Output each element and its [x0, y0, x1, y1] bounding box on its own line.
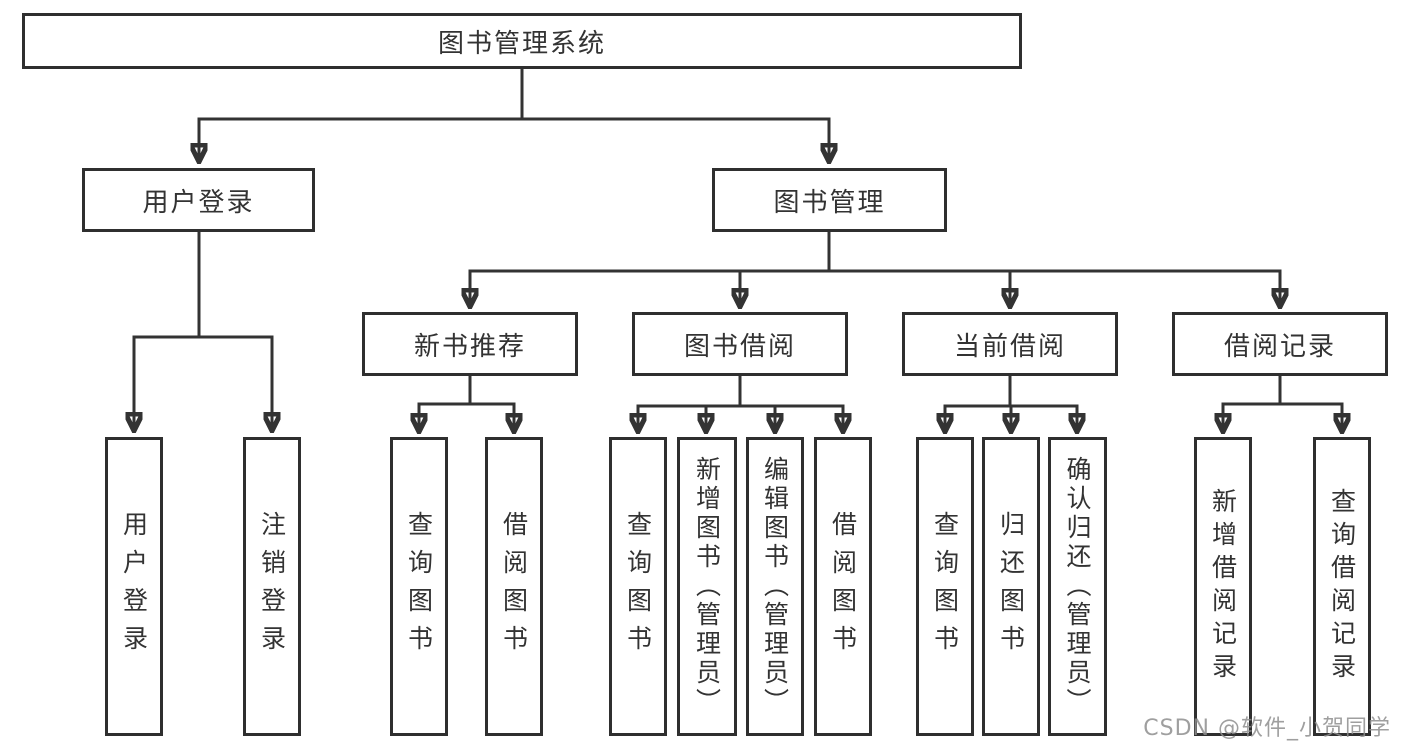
leaf-bookborrow-query-books: 查询图书: [609, 437, 667, 736]
leaf-label: 查询图书: [404, 510, 434, 663]
leaf-bookborrow-add-books-admin: 新增图书（管理员）: [677, 437, 737, 736]
leaf-label: 新增图书（管理员）: [692, 456, 722, 717]
leaf-label: 查询图书: [930, 510, 960, 663]
leaf-label: 查询图书: [623, 510, 653, 663]
leaf-label: 查询借阅记录: [1327, 487, 1357, 686]
edge-borrow-records-split: [1221, 374, 1344, 406]
csdn-watermark: CSDN @软件_小贺同学: [1143, 716, 1391, 741]
leaf-newbook-query-books: 查询图书: [390, 437, 448, 736]
node-label: 新书推荐: [413, 331, 526, 362]
node-label: 图书管理系统: [437, 28, 606, 59]
leaf-current-query-books: 查询图书: [916, 437, 974, 736]
leaf-records-query-borrow-record: 查询借阅记录: [1313, 437, 1371, 736]
node-user-login: 用户登录: [82, 168, 315, 232]
leaf-label: 借阅图书: [828, 510, 858, 663]
leaf-bookborrow-edit-books-admin: 编辑图书（管理员）: [746, 437, 804, 736]
leaf-label: 用户登录: [119, 510, 149, 663]
node-label: 当前借阅: [953, 331, 1066, 362]
node-library-management-system: 图书管理系统: [22, 13, 1022, 69]
edge-root-split: [197, 67, 831, 121]
leaf-label: 编辑图书（管理员）: [760, 456, 790, 717]
node-current-borrow: 当前借阅: [902, 312, 1118, 376]
node-label: 图书借阅: [683, 331, 796, 362]
leaf-label: 注销登录: [257, 510, 287, 663]
edge-current-borrow-split: [943, 374, 1079, 408]
leaf-label: 借阅图书: [499, 510, 529, 663]
leaf-label: 新增借阅记录: [1208, 487, 1238, 686]
leaf-current-return-books: 归还图书: [982, 437, 1040, 736]
edge-new-book-split: [417, 374, 516, 406]
node-borrow-records: 借阅记录: [1172, 312, 1388, 376]
node-book-management: 图书管理: [712, 168, 947, 232]
node-book-borrow: 图书借阅: [632, 312, 848, 376]
leaf-label: 归还图书: [996, 510, 1026, 663]
leaf-logout: 注销登录: [243, 437, 301, 736]
node-label: 用户登录: [142, 187, 255, 218]
node-label: 借阅记录: [1223, 331, 1336, 362]
leaf-user-login: 用户登录: [105, 437, 163, 736]
leaf-label: 确认归还（管理员）: [1063, 456, 1092, 717]
leaf-newbook-borrow-books: 借阅图书: [485, 437, 543, 736]
edge-book-management-split: [468, 230, 1282, 273]
node-label: 图书管理: [773, 187, 886, 218]
edge-book-borrow-split: [636, 374, 845, 408]
leaf-records-add-borrow-record: 新增借阅记录: [1194, 437, 1252, 736]
leaf-bookborrow-borrow-books: 借阅图书: [814, 437, 872, 736]
edge-user-login-split: [132, 230, 274, 339]
node-new-book-recommend: 新书推荐: [362, 312, 578, 376]
leaf-current-confirm-return-admin: 确认归还（管理员）: [1048, 437, 1107, 736]
